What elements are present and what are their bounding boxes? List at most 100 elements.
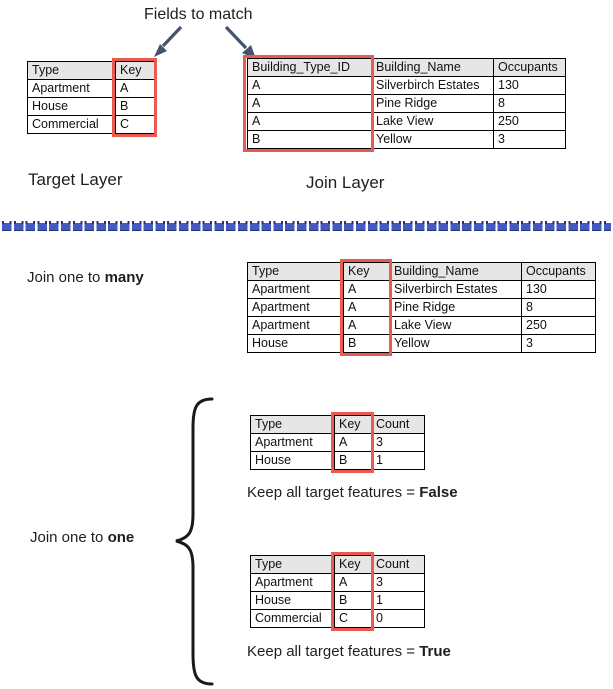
header-cell: Type: [250, 555, 335, 574]
table-cell: Pine Ridge: [389, 298, 522, 317]
table-cell: Lake View: [389, 316, 522, 335]
table-cell: Apartment: [250, 573, 335, 592]
table-cell: B: [247, 130, 372, 149]
header-cell: Occupants: [521, 262, 596, 281]
arrow-to-target-key-icon: [154, 25, 183, 57]
table-cell: A: [343, 298, 390, 317]
caption-bold: False: [419, 484, 458, 501]
table-cell: A: [247, 112, 372, 131]
table-cell: Apartment: [27, 79, 116, 98]
table-cell: 8: [521, 298, 596, 317]
caption-prefix: Keep all target features =: [247, 643, 420, 660]
table-cell: Apartment: [247, 298, 344, 317]
table-cell: B: [343, 334, 390, 353]
header-cell: Key: [334, 415, 372, 434]
table-cell: A: [334, 573, 372, 592]
table-cell: 250: [521, 316, 596, 335]
table-cell: A: [343, 280, 390, 299]
caption-bold: True: [419, 643, 451, 660]
table-cell: B: [334, 451, 372, 470]
table-cell: 1: [371, 451, 425, 470]
table-cell: Silverbirch Estates: [371, 76, 494, 95]
table-cell: House: [250, 451, 335, 470]
table-cell: Pine Ridge: [371, 94, 494, 113]
header-cell: Count: [371, 555, 425, 574]
table-cell: B: [334, 591, 372, 610]
label-bold: one: [107, 529, 135, 546]
table-cell: Silverbirch Estates: [389, 280, 522, 299]
table-cell: House: [247, 334, 344, 353]
table-cell: House: [27, 97, 116, 116]
label-prefix: Join one to: [30, 529, 108, 546]
table-cell: Yellow: [389, 334, 522, 353]
header-cell: Type: [250, 415, 335, 434]
table-cell: C: [334, 609, 372, 628]
table-cell: Apartment: [247, 316, 344, 335]
table-cell: Commercial: [250, 609, 335, 628]
keep-true-caption: Keep all target features = True: [247, 643, 451, 660]
table-cell: A: [334, 433, 372, 452]
table-cell: 130: [521, 280, 596, 299]
arrow-to-join-key-icon: [224, 25, 256, 59]
table-cell: 8: [493, 94, 566, 113]
keep-false-caption: Keep all target features = False: [247, 484, 458, 501]
label-bold: many: [104, 269, 144, 286]
target-layer-label: Target Layer: [28, 170, 123, 189]
header-cell: Occupants: [493, 58, 566, 77]
header-cell: Count: [371, 415, 425, 434]
section-divider: [2, 221, 611, 231]
table-cell: Apartment: [250, 433, 335, 452]
table-cell: Yellow: [371, 130, 494, 149]
curly-brace-icon: [175, 397, 214, 686]
join-one-to-many-label: Join one to many: [27, 269, 144, 286]
table-cell: 250: [493, 112, 566, 131]
table-cell: 130: [493, 76, 566, 95]
header-cell: Building_Name: [389, 262, 522, 281]
table-cell: Commercial: [27, 115, 116, 134]
table-cell: Lake View: [371, 112, 494, 131]
table-cell: 0: [371, 609, 425, 628]
table-cell: 3: [493, 130, 566, 149]
header-cell: Type: [27, 61, 116, 80]
header-cell: Building_Name: [371, 58, 494, 77]
header-cell: Key: [334, 555, 372, 574]
table-cell: A: [247, 94, 372, 113]
fields-to-match-label: Fields to match: [144, 6, 253, 23]
header-cell: Key: [343, 262, 390, 281]
label-prefix: Join one to: [27, 269, 105, 286]
header-cell: Type: [247, 262, 344, 281]
caption-prefix: Keep all target features =: [247, 484, 420, 501]
header-cell: Building_Type_ID: [247, 58, 372, 77]
table-cell: 3: [371, 433, 425, 452]
